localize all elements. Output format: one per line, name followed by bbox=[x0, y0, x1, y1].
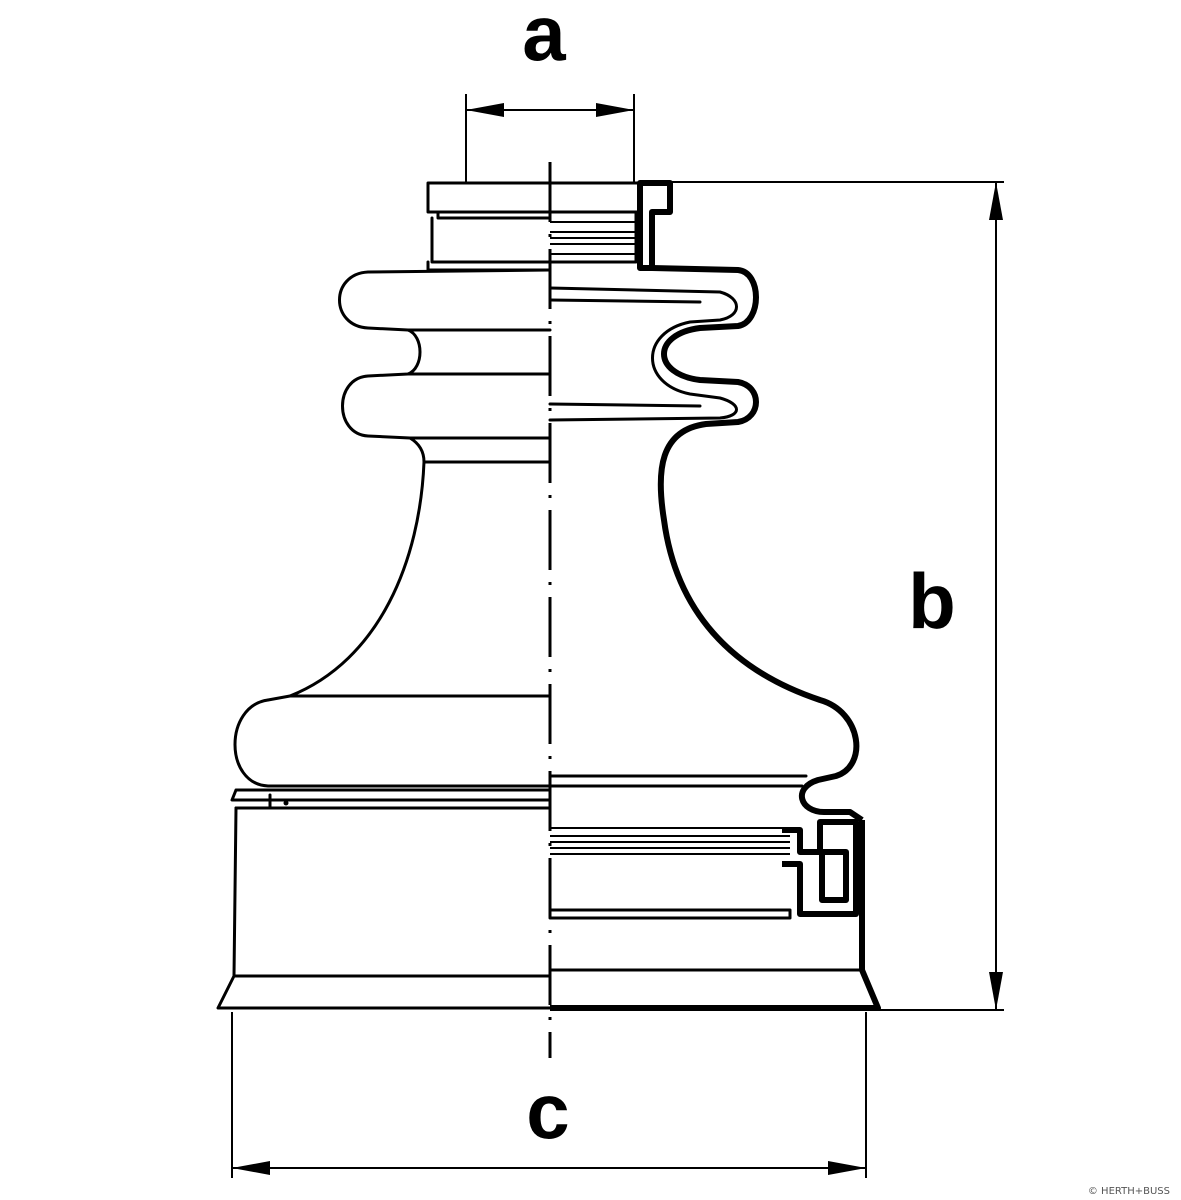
label-b: b bbox=[908, 557, 956, 645]
dimension-a bbox=[465, 94, 635, 183]
dimension-b bbox=[670, 181, 1004, 1011]
watermark: © HERTH+BUSS bbox=[1088, 1186, 1170, 1197]
boot-left-outline bbox=[216, 181, 552, 1010]
label-c: c bbox=[526, 1067, 569, 1155]
label-a: a bbox=[522, 0, 566, 77]
dimension-c bbox=[231, 1012, 867, 1178]
boot-right-section bbox=[548, 180, 881, 1011]
